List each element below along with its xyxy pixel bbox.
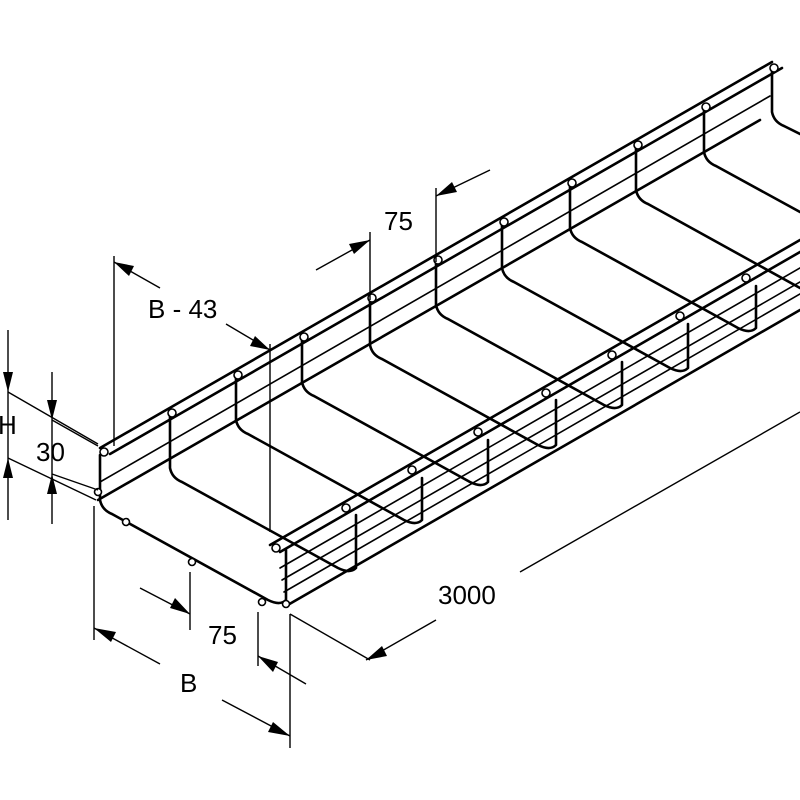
front-u-wire bbox=[98, 453, 288, 605]
weld-node bbox=[367, 293, 377, 303]
weld-node bbox=[257, 597, 267, 607]
h-arrow-top bbox=[3, 372, 13, 392]
right-rail-3 bbox=[281, 281, 800, 581]
right-bottom-rail bbox=[284, 308, 800, 608]
weld-node bbox=[633, 140, 643, 150]
u-wire-5 bbox=[434, 260, 624, 410]
weld-node bbox=[167, 408, 177, 418]
side-height-label: 30 bbox=[36, 437, 65, 467]
len-ext-front bbox=[289, 613, 371, 661]
weld-node bbox=[499, 217, 509, 227]
u-wire-2 bbox=[234, 376, 424, 525]
p75-top-arrow-right bbox=[436, 182, 457, 196]
weld-node bbox=[741, 273, 751, 283]
weld-node bbox=[271, 543, 281, 553]
b43-arrow-left bbox=[114, 262, 134, 276]
weld-nodes-bottom bbox=[93, 487, 291, 609]
weld-node bbox=[607, 350, 617, 360]
weld-node bbox=[473, 427, 483, 437]
weld-node bbox=[299, 332, 309, 342]
h-arrow-bottom bbox=[3, 458, 13, 478]
dimension-lines bbox=[3, 169, 800, 748]
d30-arrow-top bbox=[47, 400, 57, 420]
u-wire-4 bbox=[368, 298, 558, 450]
height-label: H bbox=[0, 410, 17, 440]
u-wire-9 bbox=[702, 108, 800, 214]
pitch-bottom-label: 75 bbox=[208, 620, 237, 650]
u-wire-8 bbox=[634, 146, 800, 290]
pitch-top-label: 75 bbox=[384, 206, 413, 236]
u-wire-7 bbox=[568, 184, 758, 333]
u-wire-6 bbox=[500, 222, 690, 373]
d30-ext-top bbox=[51, 419, 99, 447]
d30-arrow-bottom bbox=[47, 474, 57, 494]
u-wire-1 bbox=[168, 413, 358, 573]
d30-ext-bottom bbox=[51, 473, 99, 491]
weld-node bbox=[99, 447, 109, 457]
b43-arrow-right bbox=[250, 336, 270, 350]
h-ext-top bbox=[7, 391, 99, 445]
weld-node bbox=[93, 487, 103, 497]
b-arrow-left bbox=[94, 628, 116, 642]
weld-node bbox=[121, 517, 131, 527]
weld-node bbox=[567, 178, 577, 188]
weld-nodes-right bbox=[271, 273, 751, 553]
right-rail-4 bbox=[283, 293, 800, 593]
left-bottom-rail bbox=[96, 118, 762, 502]
weld-node bbox=[701, 102, 711, 112]
tray-structure bbox=[93, 60, 800, 609]
weld-node bbox=[433, 255, 443, 265]
b-arrow-right bbox=[268, 722, 290, 736]
inner-width-label: B - 43 bbox=[148, 294, 217, 324]
weld-node bbox=[341, 503, 351, 513]
weld-node bbox=[769, 63, 779, 73]
weld-node bbox=[281, 599, 291, 609]
weld-node bbox=[187, 557, 197, 567]
weld-node bbox=[541, 388, 551, 398]
weld-nodes-left bbox=[99, 63, 779, 457]
dimension-labels: 75 B - 43 H 30 3000 75 B bbox=[0, 206, 496, 698]
right-top-rail-inner bbox=[278, 250, 800, 554]
len-dim-right bbox=[519, 411, 800, 573]
u-wire-10 bbox=[770, 70, 800, 136]
width-label: B bbox=[180, 668, 197, 698]
weld-node bbox=[675, 311, 685, 321]
p75-bot-arrow-left bbox=[170, 598, 190, 614]
weld-node bbox=[407, 465, 417, 475]
length-label: 3000 bbox=[438, 580, 496, 610]
right-rail-2 bbox=[279, 267, 800, 569]
weld-node bbox=[233, 370, 243, 380]
p75-bot-arrow-right bbox=[258, 656, 278, 672]
p75-top-arrow-left bbox=[349, 240, 370, 254]
len-arrow bbox=[366, 646, 387, 660]
right-top-rail-outer bbox=[268, 238, 800, 547]
left-top-rail-inner bbox=[108, 66, 784, 456]
u-wire-3 bbox=[300, 338, 490, 487]
